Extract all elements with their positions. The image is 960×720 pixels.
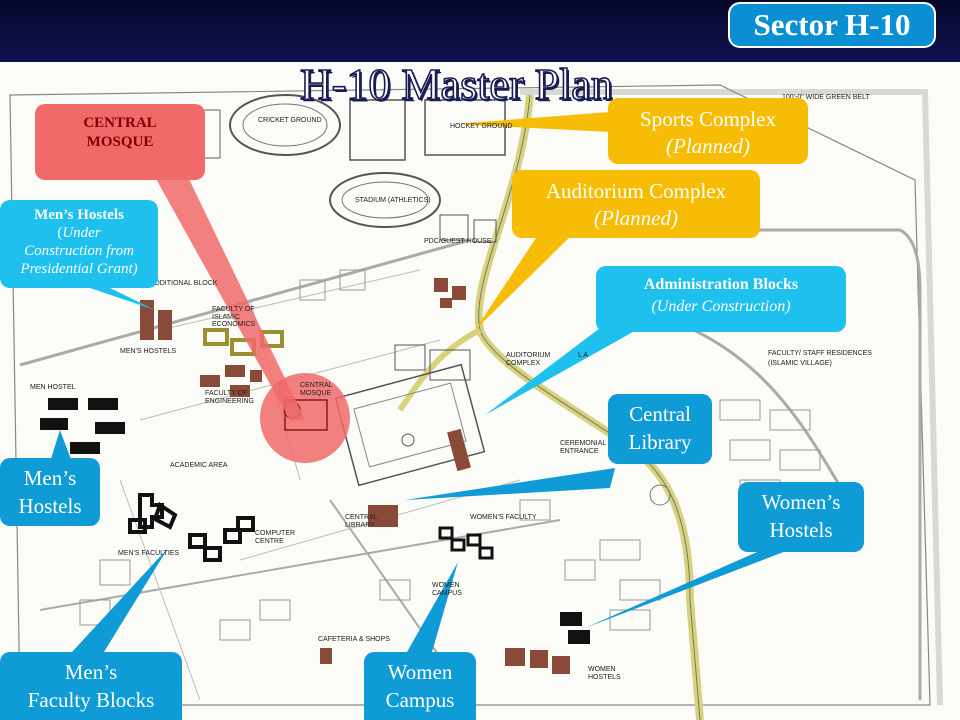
stadium-label: STADIUM (ATHLETICS)	[355, 197, 431, 204]
islamic-economics-label: FACULTY OF ISLAMIC ECONOMICS	[212, 306, 256, 329]
mens-faculties-label: MEN'S FACULTIES	[118, 550, 180, 557]
mens-hostels-left-line1: Men’s	[23, 466, 77, 490]
mens-faculty-blocks-line1: Men’s	[64, 660, 118, 684]
central-mosque-line1: CENTRAL	[83, 115, 157, 131]
mens-faculty-blocks-line2: Faculty Blocks	[27, 688, 155, 713]
islamic-village-label: (ISLAMIC VILLAGE)	[768, 360, 832, 367]
administration-blocks-callout: Administration Blocks (Under Constructio…	[596, 266, 846, 332]
faculty-engineering-label: FACULTY OF ENGINEERING	[205, 390, 255, 405]
mens-faculty-blocks-callout: Men’s Faculty Blocks	[0, 652, 182, 720]
administration-blocks-title: Administration Blocks	[643, 276, 799, 293]
ceremonial-entrance-label: CEREMONIAL ENTRANCE	[560, 440, 607, 455]
page-title: H-10 Master Plan	[299, 59, 613, 110]
mens-hostels-left-line2: Hostels	[18, 494, 82, 519]
academic-area-label: ACADEMIC AREA	[170, 462, 228, 469]
women-campus-line1: Women	[387, 660, 453, 684]
mens-hostels-top-line1: Under	[62, 225, 101, 241]
central-mosque-line2: MOSQUE	[86, 133, 154, 150]
mens-hostels-left-callout: Men’s Hostels	[0, 458, 100, 526]
central-library-line1: Central	[629, 402, 691, 426]
mens-hostels-top-line3: Presidential Grant)	[20, 261, 138, 277]
womens-hostels-callout: Women’s Hostels	[738, 482, 864, 552]
green-belt-label: 100'-0" WIDE GREEN BELT	[782, 94, 870, 101]
sports-complex-title: Sports Complex	[640, 107, 776, 131]
sector-badge: Sector H-10	[728, 2, 936, 48]
pdc-guest-house-label: PDC/GUEST HOUSE	[424, 238, 492, 245]
womens-hostels-line1: Women’s	[761, 490, 841, 514]
additional-block-label: ADDITIONAL BLOCK	[150, 280, 218, 287]
hockey-ground-label: HOCKEY GROUND	[450, 123, 513, 130]
auditorium-complex-callout: Auditorium Complex (Planned)	[512, 170, 760, 238]
women-campus-callout: Women Campus	[364, 652, 476, 720]
central-mosque-map-label: CENTRAL MOSQUE	[300, 382, 333, 397]
mens-hostels-top-title: Men’s Hostels	[34, 207, 124, 223]
mens-hostels-top-line2: Construction from	[24, 243, 134, 259]
administration-blocks-sub: (Under Construction)	[651, 297, 791, 315]
womens-faculty-label: WOMEN'S FACULTY	[470, 514, 537, 521]
mens-hostels-top-callout: Men’s Hostels (Under Construction from P…	[0, 200, 158, 288]
womens-hostels-line2: Hostels	[769, 518, 833, 543]
computer-centre-label: COMPUTER CENTRE	[255, 530, 296, 545]
la-label: L A	[578, 352, 588, 359]
sports-complex-callout: Sports Complex (Planned)	[608, 98, 808, 164]
mens-hostels-map-label: MEN'S HOSTELS	[120, 348, 177, 355]
central-library-callout: Central Library	[608, 394, 712, 464]
cafeteria-label: CAFETERIA & SHOPS	[318, 636, 390, 643]
women-campus-map-label: WOMEN CAMPUS	[432, 582, 462, 597]
central-library-map-label: CENTRAL LIBRARY	[345, 514, 378, 529]
mens-hostels-top-open: (	[57, 225, 63, 241]
auditorium-complex-title: Auditorium Complex	[545, 179, 727, 203]
auditorium-complex-sub: (Planned)	[594, 206, 678, 231]
sports-complex-sub: (Planned)	[666, 134, 750, 159]
cricket-ground-label: CRICKET GROUND	[258, 117, 322, 124]
faculty-staff-label: FACULTY/ STAFF RESIDENCES	[768, 350, 872, 357]
central-library-line2: Library	[628, 430, 692, 455]
auditorium-map-label: AUDITORIUM COMPLEX	[506, 352, 551, 367]
central-mosque-callout: CENTRAL MOSQUE	[35, 104, 205, 180]
women-hostels-map-label: WOMEN HOSTELS	[588, 666, 621, 681]
women-campus-line2: Campus	[385, 688, 455, 713]
men-hostel-map-label: MEN HOSTEL	[30, 384, 76, 391]
